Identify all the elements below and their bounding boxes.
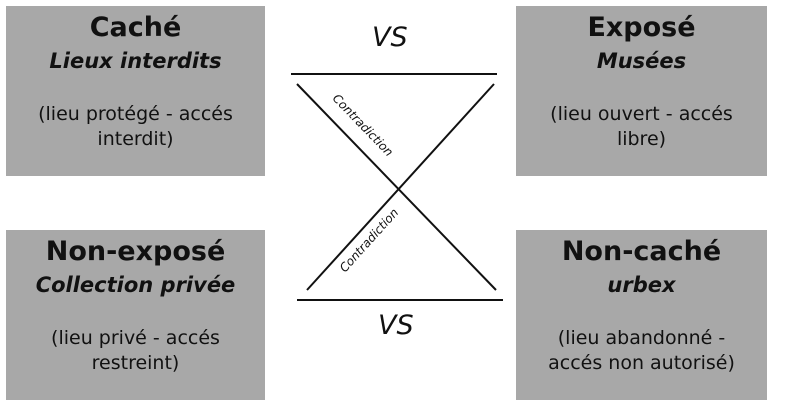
contradiction-label-upper: Contradiction — [330, 91, 396, 159]
box-description: (lieu abandonné - accés non autorisé) — [524, 326, 759, 376]
box-description: (lieu protégé - accés interdit) — [14, 102, 257, 152]
box-subtitle: Musées — [596, 49, 687, 73]
box-title: Non-caché — [561, 236, 722, 267]
box-non-expose: Non-exposé Collection privée (lieu privé… — [6, 230, 265, 400]
box-description-line: (lieu abandonné - — [557, 327, 726, 349]
box-description: (lieu privé - accés restreint) — [14, 326, 257, 376]
vs-label-bottom: VS — [378, 310, 414, 341]
box-description: (lieu ouvert - accés libre) — [524, 102, 759, 152]
box-subtitle: Collection privée — [35, 273, 236, 297]
contradiction-label-lower: Contradiction — [337, 206, 402, 275]
box-title: Caché — [89, 12, 182, 43]
box-description-line: (lieu protégé - accés — [38, 103, 233, 125]
vs-label-top: VS — [372, 22, 408, 53]
box-description-line: libre) — [616, 128, 667, 150]
box-description-line: (lieu ouvert - accés — [550, 103, 733, 125]
box-description-line: restreint) — [91, 352, 180, 374]
diagonal-line-up — [306, 83, 495, 291]
box-title: Exposé — [587, 12, 696, 43]
box-description-line: interdit) — [97, 128, 174, 150]
box-description-line: (lieu privé - accés — [51, 327, 220, 349]
box-subtitle: Lieux interdits — [49, 49, 222, 73]
box-non-cache: Non-caché urbex (lieu abandonné - accés … — [516, 230, 767, 400]
diagonal-line-down — [296, 83, 497, 291]
box-expose: Exposé Musées (lieu ouvert - accés libre… — [516, 6, 767, 176]
box-description-line: accés non autorisé) — [548, 352, 735, 374]
box-cache: Caché Lieux interdits (lieu protégé - ac… — [6, 6, 265, 176]
box-title: Non-exposé — [45, 236, 226, 267]
box-subtitle: urbex — [607, 273, 676, 297]
